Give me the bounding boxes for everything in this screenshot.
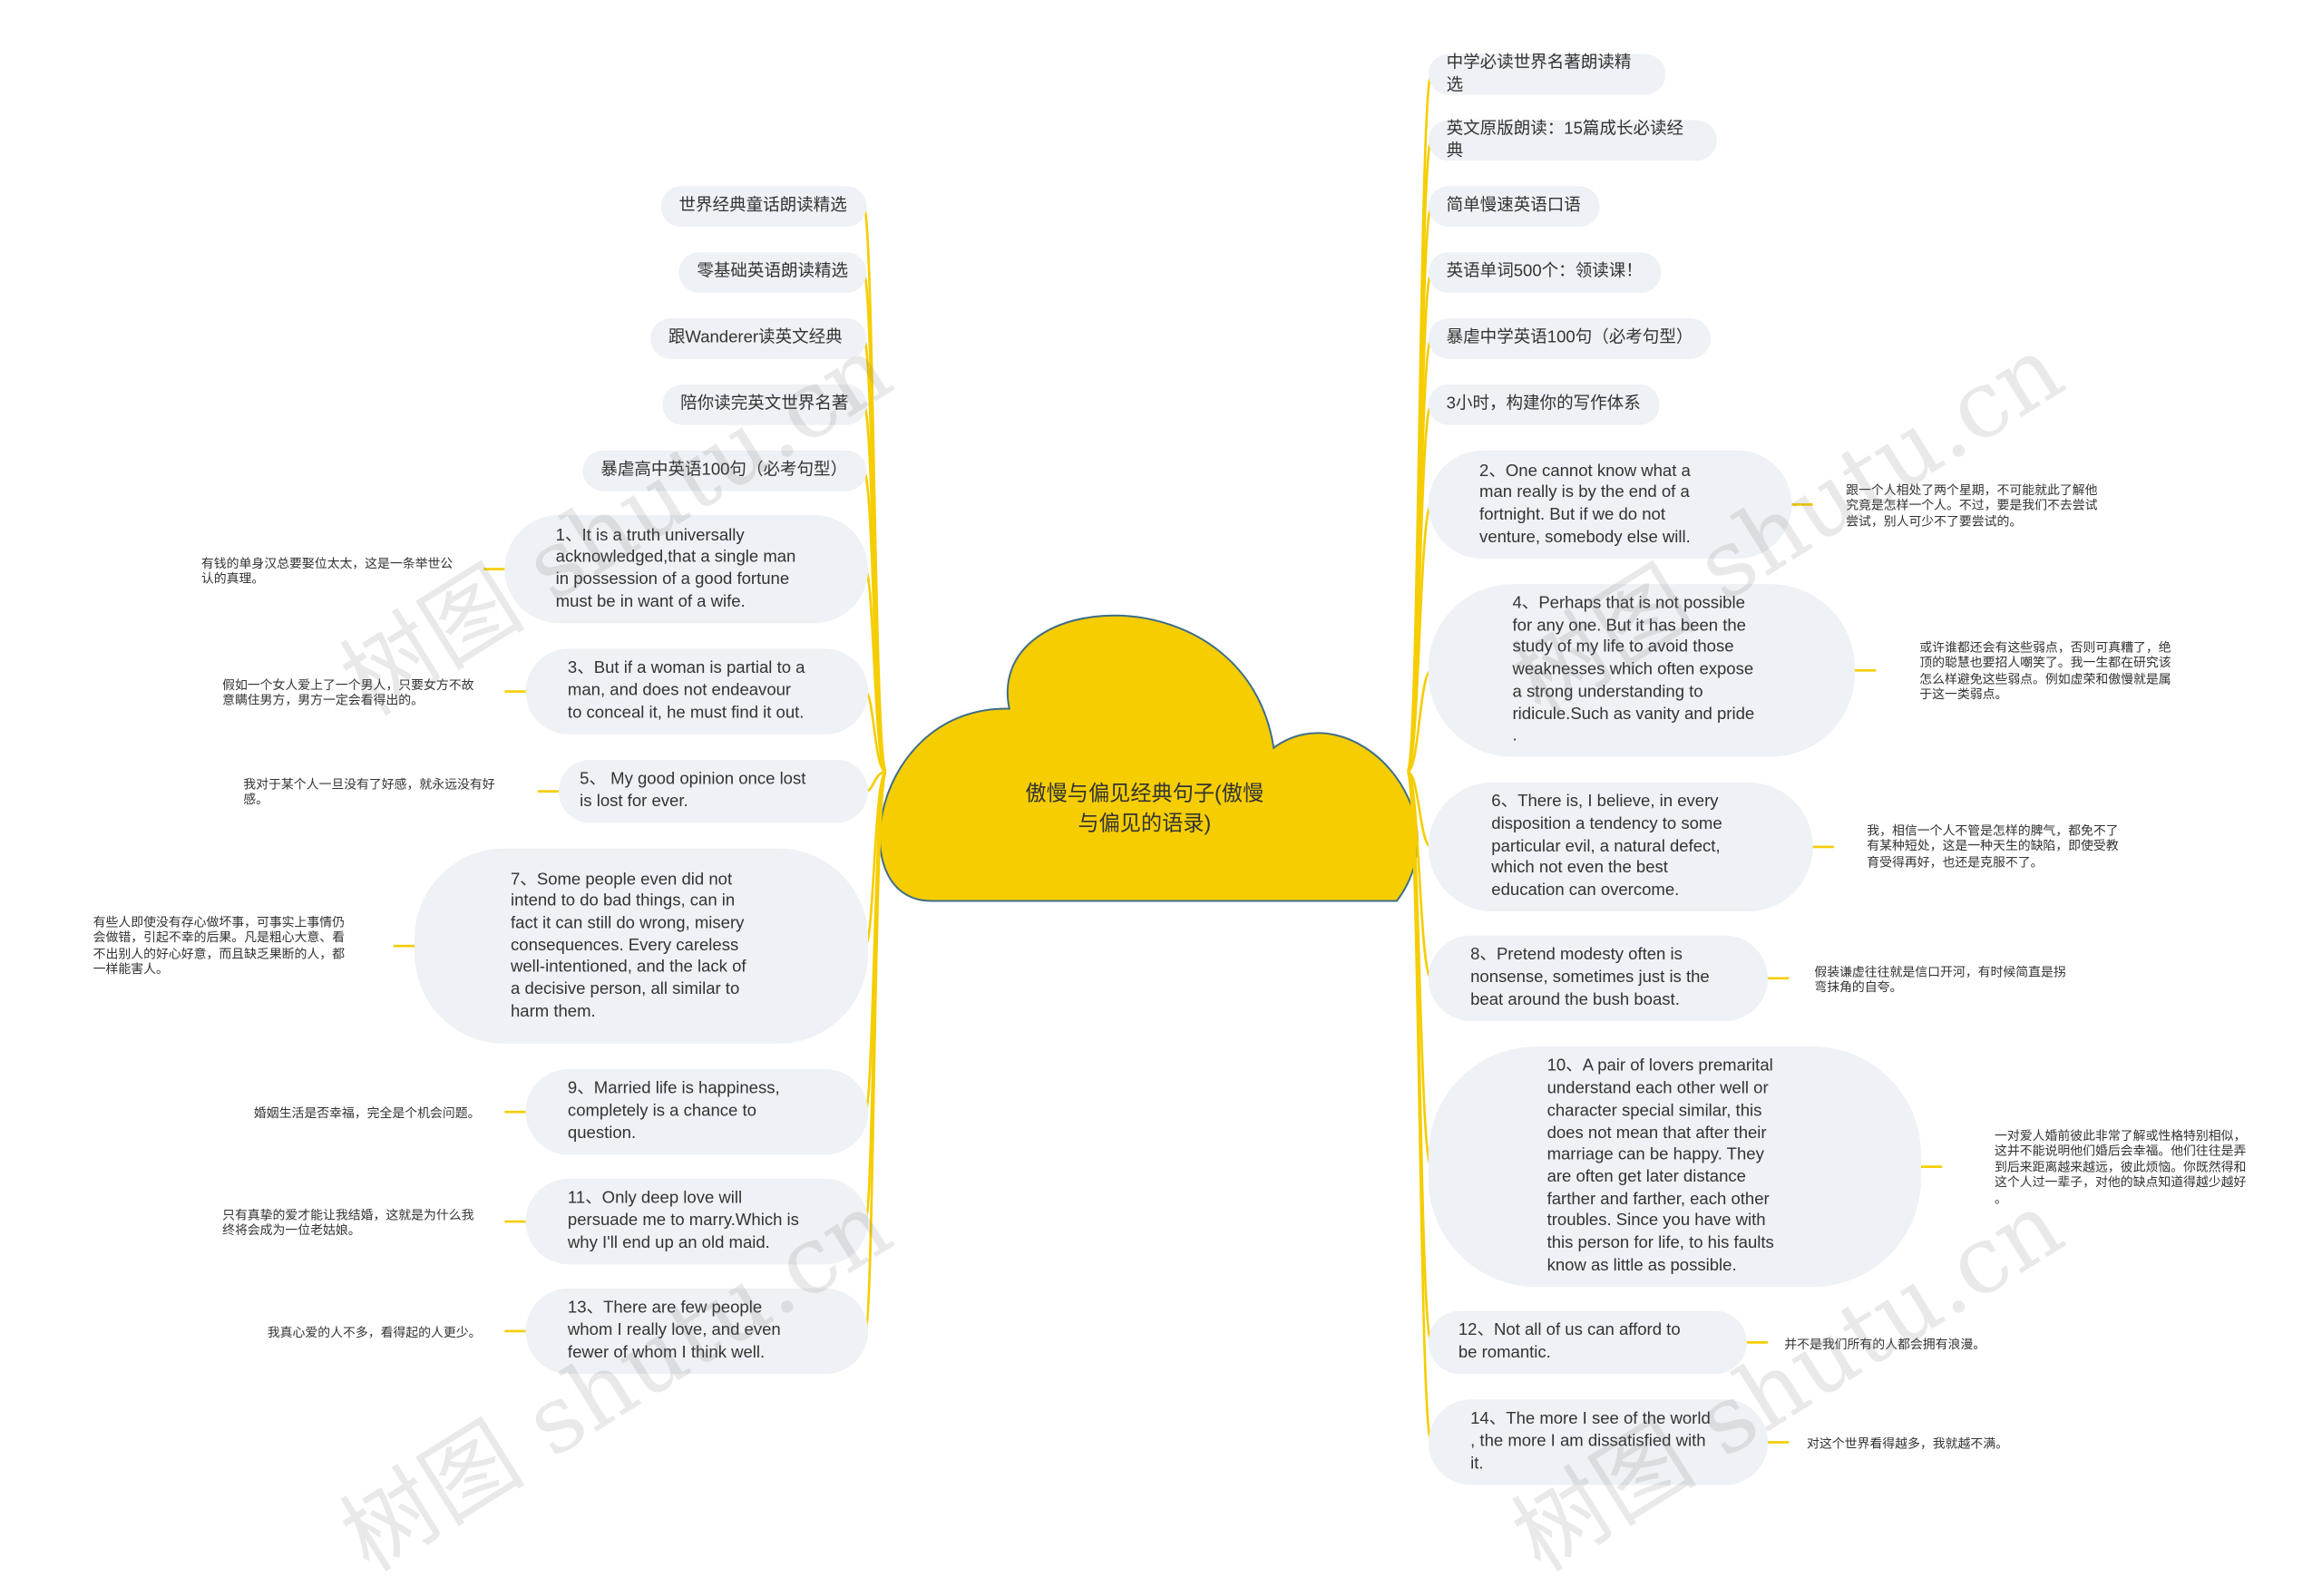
right-quote-2[interactable]: 4、Perhaps that is not possible for any o… [1428,584,1856,757]
left-quote-4[interactable]: 7、Some people even did not intend to do … [415,848,869,1044]
left-quote-2[interactable]: 3、But if a woman is partial to a man, an… [525,648,869,735]
center-cloud[interactable] [879,614,1419,902]
left-link-3[interactable]: 跟Wanderer读英文经典 [650,318,867,359]
right-link-6[interactable]: 3小时，构建你的写作体系 [1428,384,1660,425]
right-note-2: 或许谁都还会有这些弱点，否则可真糟了，绝 顶的聪慧也要招人嘲笑了。我一生都在研究… [1919,639,2171,702]
right-quote-3[interactable]: 6、There is, I believe, in every disposit… [1428,782,1813,912]
left-link-label: 陪你读完英文世界名著 [680,394,849,414]
connector-lines [393,73,1943,1444]
left-quote-3[interactable]: 5、 My good opinion once lost is lost for… [558,759,869,823]
quote-text: 11、Only deep love will persuade me to ma… [567,1190,799,1252]
quote-text: 9、Married life is happiness, completely … [567,1080,780,1143]
left-note-7: 我真心爱的人不多，看得起的人更少。 [267,1324,482,1340]
left-note-4: 有些人即使没有存心做坏事，可事实上事情仍 会做错，引起不幸的后果。凡是粗心大意、… [93,914,346,977]
right-note-6: 并不是我们所有的人都会拥有浪漫。 [1784,1336,1986,1352]
left-link-label: 零基础英语朗读精选 [697,263,849,281]
left-link-label: 跟Wanderer读英文经典 [668,328,843,347]
right-link-label: 暴虐中学英语100句（必考句型） [1446,328,1693,347]
branch-line [1406,503,1433,774]
left-link-label: 暴虐高中英语100句（必考句型） [600,461,848,480]
right-quote-1[interactable]: 2、One cannot know what a man really is b… [1428,450,1792,559]
right-link-1[interactable]: 中学必读世界名著朗读精选 [1428,54,1666,95]
quote-text: 10、A pair of lovers premarital understan… [1546,1057,1774,1275]
right-note-4: 假装谦虚往往就是信口开河，有时候简直是拐 弯抹角的自夸。 [1814,964,2066,995]
right-link-3[interactable]: 简单慢速英语口语 [1428,186,1600,228]
right-link-4[interactable]: 英语单词500个：领读课！ [1428,252,1662,293]
right-link-5[interactable]: 暴虐中学英语100句（必考句型） [1428,318,1712,359]
right-link-label: 3小时，构建你的写作体系 [1446,394,1641,414]
right-quote-6[interactable]: 12、Not all of us can afford to be romant… [1428,1310,1747,1375]
left-note-2: 假如一个女人爱上了一个男人，只要女方不故 意瞒住男方，男方一定会看得出的。 [222,676,474,708]
right-link-label: 简单慢速英语口语 [1446,197,1581,216]
quote-text: 12、Not all of us can afford to be romant… [1458,1321,1681,1362]
branch-line [1406,669,1432,774]
quote-text: 13、There are few people whom I really lo… [567,1299,781,1362]
center-title[interactable]: 傲慢与偏见经典句子(傲慢 与偏见的语录) [1025,781,1264,835]
left-link-label: 世界经典童话朗读精选 [678,197,847,216]
mindmap-canvas: 傲慢与偏见经典句子(傲慢 与偏见的语录) 世界经典童话朗读精选 零基础英语朗读精… [93,54,2247,1592]
quote-text: 7、Some people even did not intend to do … [511,870,746,1021]
right-quote-5[interactable]: 10、A pair of lovers premarital understan… [1428,1046,1921,1288]
right-link-2[interactable]: 英文原版朗读：15篇成长必读经典 [1428,120,1717,161]
quote-text: 4、Perhaps that is not possible for any o… [1512,594,1755,745]
quote-text: 8、Pretend modesty often is nonsense, som… [1470,946,1710,1009]
left-quote-5[interactable]: 9、Married life is happiness, completely … [525,1069,869,1155]
right-link-label: 中学必读世界名著朗读精选 [1446,54,1632,94]
left-note-1: 有钱的单身汉总要娶位太太，这是一条举世公 认的真理。 [200,555,454,587]
branch-line [1406,770,1432,849]
right-note-1: 跟一个人相处了两个星期，不可能就此了解他 究竟是怎样一个人。不过，要是我们不去尝… [1846,482,2098,529]
branch-line [862,337,888,774]
left-quote-6[interactable]: 11、Only deep love will persuade me to ma… [525,1178,869,1265]
right-note-5: 一对爱人婚前彼此非常了解或性格特别相似， 这并不能说明他们婚后会幸福。他们往往是… [1995,1127,2247,1206]
quote-text: 6、There is, I believe, in every disposit… [1491,793,1722,900]
right-link-label: 英语单词500个：领读课！ [1446,263,1643,281]
right-link-label: 英文原版朗读：15篇成长必读经典 [1446,120,1684,161]
branch-line [1406,770,1433,1444]
branch-line [863,770,888,1333]
left-note-3: 我对于某个人一旦没有了好感，就永远没有好 感。 [243,776,495,807]
left-quote-1[interactable]: 1、It is a truth universally acknowledged… [504,514,869,624]
quote-text: 5、 My good opinion once lost is lost for… [580,770,806,812]
quote-text: 3、But if a woman is partial to a man, an… [567,659,805,723]
branch-line [1406,770,1433,980]
left-link-2[interactable]: 零基础英语朗读精选 [678,252,867,293]
left-note-6: 只有真挚的爱才能让我结婚，这就是为什么我 终将会成为一位老姑娘。 [222,1207,474,1239]
left-link-5[interactable]: 暴虐高中英语100句（必考句型） [582,450,867,491]
quote-text: 14、The more I see of the world , the mor… [1470,1410,1711,1474]
left-link-4[interactable]: 陪你读完英文世界名著 [662,384,867,425]
right-quote-7[interactable]: 14、The more I see of the world , the mor… [1428,1399,1768,1485]
right-note-3: 我，相信一个人不管是怎样的脾气，都免不了 有某种短处，这是一种天生的缺陷，即使受… [1867,822,2119,870]
right-note-7: 对这个世界看得越多，我就越不满。 [1807,1435,2008,1451]
left-quote-7[interactable]: 13、There are few people whom I really lo… [525,1288,869,1375]
quote-text: 2、One cannot know what a man really is b… [1479,462,1691,547]
quote-text: 1、It is a truth universally acknowledged… [555,526,796,611]
left-note-5: 婚姻生活是否幸福，完全是个机会问题。 [253,1105,481,1121]
branch-line [863,568,888,774]
right-quote-4[interactable]: 8、Pretend modesty often is nonsense, som… [1428,935,1768,1022]
left-link-1[interactable]: 世界经典童话朗读精选 [660,186,867,228]
